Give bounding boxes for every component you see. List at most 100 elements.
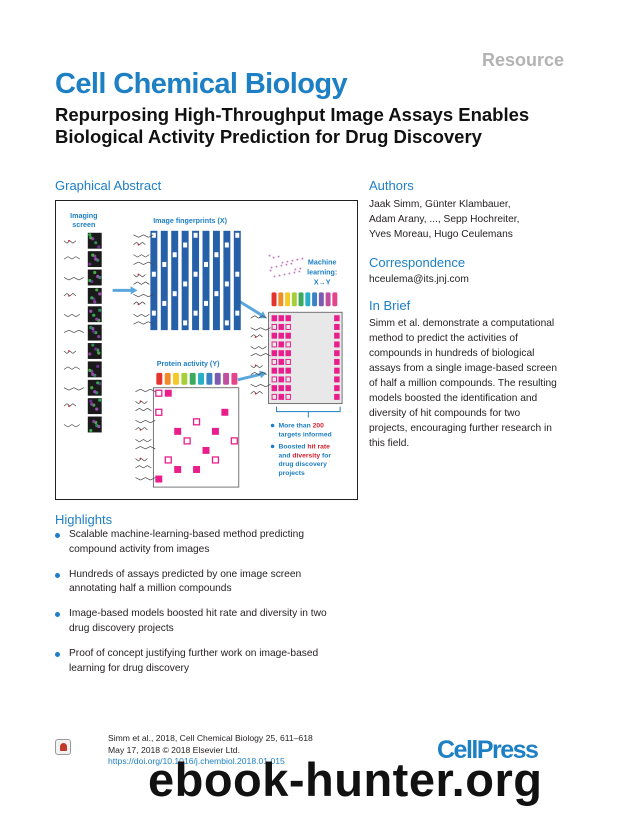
in-brief-text: Simm et al. demonstrate a computational …	[369, 316, 557, 451]
molecule-glyph	[63, 403, 77, 408]
molecule-bond	[141, 400, 145, 405]
molecule-bond	[73, 387, 80, 391]
molecule-bond	[133, 261, 139, 265]
molecule-glyph	[133, 313, 150, 318]
molecule-glyph	[63, 350, 77, 354]
molecule-bond	[141, 427, 145, 431]
molecule-glyph	[133, 294, 154, 298]
protein-activity-matrix	[152, 387, 240, 488]
protein-bar	[164, 372, 171, 385]
molecule-bond	[260, 353, 266, 357]
fingerprint-column	[171, 230, 179, 331]
correspondence-email[interactable]: hceulema@its.jnj.com	[369, 274, 469, 285]
ml-cell	[271, 367, 278, 374]
molecule-bond	[138, 294, 144, 298]
fingerprint-column	[233, 230, 241, 331]
molecule-bond	[144, 400, 148, 405]
molecule-glyph	[133, 281, 150, 285]
citation-line: Simm et al., 2018, Cell Chemical Biology…	[108, 733, 313, 743]
molecule-atom	[68, 294, 70, 297]
molecule-atom	[68, 239, 70, 242]
molecule-bond	[68, 277, 75, 281]
molecule-bond	[73, 277, 80, 281]
molecule-bond	[141, 254, 146, 258]
molecule-bond	[250, 353, 256, 357]
cell-blob	[88, 368, 92, 372]
journal-title[interactable]: Cell Chemical Biology	[55, 68, 348, 100]
cell-image	[87, 287, 102, 304]
molecule-bond	[141, 313, 146, 318]
molecule-bond	[63, 329, 70, 333]
molecule-glyph	[63, 387, 84, 391]
molecule-glyph	[135, 457, 148, 462]
molecule-bond	[255, 383, 261, 388]
fingerprint-cell	[193, 232, 198, 238]
molecule-bond	[67, 256, 73, 260]
molecule-bond	[256, 390, 260, 394]
molecule-bond	[143, 234, 149, 238]
fingerprint-column	[160, 230, 168, 331]
cell-blob	[89, 428, 93, 433]
in-brief-line: models boosted the identification and	[369, 393, 538, 404]
molecule-atom	[137, 243, 140, 246]
ml-cell	[334, 367, 340, 374]
protein-bar	[206, 372, 213, 385]
scatter-dot	[301, 257, 304, 260]
ml-bar	[298, 292, 304, 307]
molecule-bond	[71, 313, 77, 318]
molecule-bond	[143, 294, 149, 298]
molecule-glyph	[63, 424, 81, 428]
ml-cell	[285, 341, 291, 348]
molecule-bond	[140, 477, 146, 481]
molecule-glyph	[63, 277, 84, 281]
fingerprint-cell	[214, 291, 219, 297]
ml-cell	[334, 323, 340, 330]
molecule-bond	[135, 477, 141, 481]
molecule-bond	[148, 321, 154, 325]
cellpress-logo[interactable]: CellPress	[437, 736, 539, 764]
ml-cell	[334, 332, 340, 339]
molecule-bond	[262, 372, 267, 376]
ml-cell	[285, 393, 291, 400]
highlight-item: Image-based models boosted hit rate and …	[55, 607, 355, 637]
scatter-dot	[268, 254, 271, 257]
protein-activity-bars	[156, 372, 238, 385]
cell-blob	[91, 253, 95, 257]
ml-bar	[305, 292, 311, 307]
doi-link[interactable]: https://doi.org/10.1016/j.chembiol.2018.…	[108, 756, 285, 766]
molecule-bond	[139, 439, 144, 443]
molecule-bond	[260, 383, 266, 388]
highlights-heading: Highlights	[55, 512, 113, 527]
crossmark-icon[interactable]	[55, 739, 71, 755]
arrow-head	[258, 311, 267, 319]
cell-blob	[96, 381, 100, 385]
fingerprint-column	[181, 230, 189, 331]
cell-image-column	[87, 232, 102, 433]
molecule-bond	[135, 458, 139, 462]
molecule-bond	[72, 350, 77, 354]
molecule-bond	[133, 281, 138, 285]
molecule-bond	[135, 446, 141, 450]
ml-cell	[278, 350, 284, 357]
fingerprints-label: Image fingerprints (X)	[153, 217, 227, 225]
molecule-bond	[143, 321, 149, 325]
molecule-bond	[140, 388, 146, 393]
scatter-dot	[288, 272, 291, 275]
fingerprint-molecules	[133, 234, 154, 325]
activity-cell	[174, 427, 182, 435]
ml-cell	[271, 385, 278, 392]
ml-molecules	[250, 315, 271, 395]
fingerprint-cell	[193, 271, 198, 277]
molecule-bond	[256, 334, 260, 338]
ml-scatter-dots	[268, 254, 304, 278]
citation-date: May 17, 2018 © 2018 Elsevier Ltd.	[108, 744, 240, 755]
molecule-bond	[63, 240, 68, 244]
molecule-bond	[138, 261, 144, 265]
molecule-glyph	[250, 346, 267, 350]
cell-blob	[89, 309, 93, 313]
bullet-dot-1	[270, 423, 275, 428]
fingerprint-cell	[151, 232, 156, 238]
molecule-bond	[259, 365, 263, 369]
molecule-bond	[63, 350, 68, 354]
molecule-glyph	[135, 465, 152, 469]
